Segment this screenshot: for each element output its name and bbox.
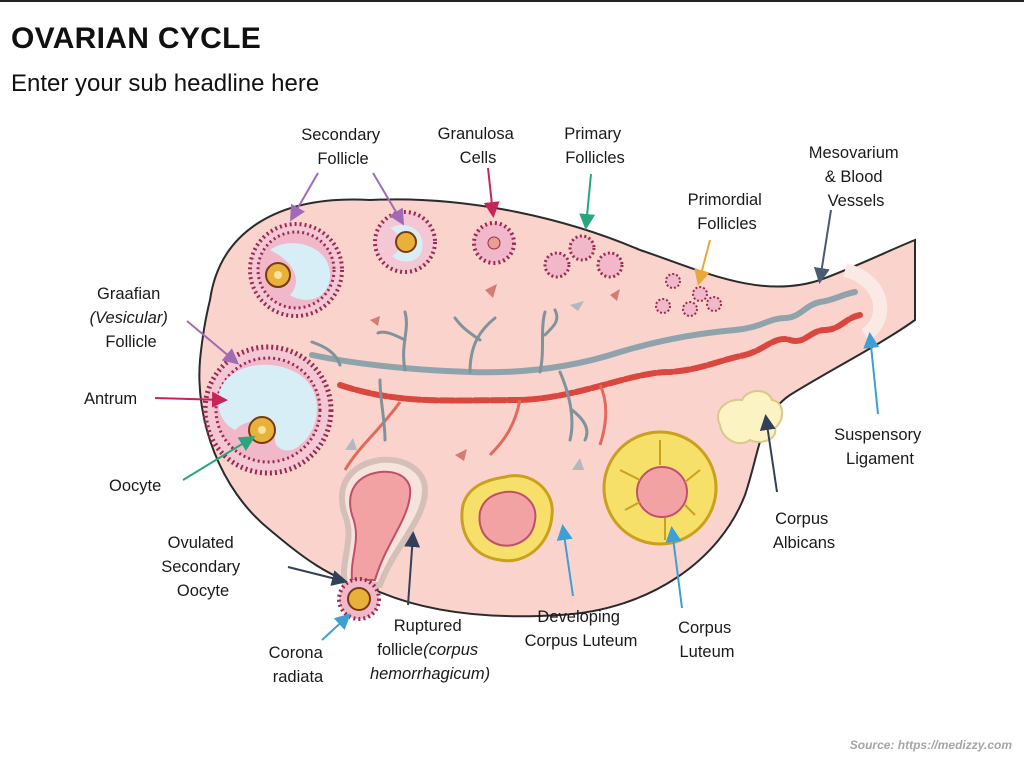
label-mesovarium: Mesovarium & Blood Vessels	[809, 144, 903, 210]
small-secondary-follicle	[373, 210, 437, 274]
pointer-secondary-large	[289, 172, 319, 222]
label-corpus-albicans: Corpus Albicans	[773, 510, 835, 552]
label-ruptured-follicle: Ruptured follicle(corpus hemorrhagicum)	[370, 617, 490, 683]
pointer-corona	[321, 613, 351, 641]
pointer-antrum	[154, 391, 228, 408]
gray-vessel	[309, 289, 858, 376]
large-secondary-follicle	[248, 222, 344, 318]
label-secondary-follicle: Secondary Follicle	[301, 126, 384, 168]
label-developing-corpus-luteum: Developing Corpus Luteum	[525, 608, 638, 650]
label-antrum: Antrum	[84, 390, 137, 408]
label-suspensory-ligament: Suspensory Ligament	[834, 426, 926, 468]
label-ovulated-oocyte: Ovulated Secondary Oocyte	[161, 534, 244, 600]
pointer-oocyte	[182, 435, 256, 481]
source-credit: Source: https://medizzy.com	[849, 738, 1012, 752]
gray-vessel-branches	[310, 308, 589, 442]
decorative-fragments	[370, 284, 620, 461]
label-granulosa-cells: Granulosa Cells	[438, 125, 519, 167]
label-primordial-follicles: Primordial Follicles	[688, 191, 767, 233]
decorative-gray-fragments	[345, 301, 584, 470]
pointer-primordial	[694, 239, 711, 286]
pointer-primary	[579, 173, 596, 230]
red-vessel	[337, 312, 863, 404]
pointer-albicans	[759, 414, 778, 493]
pointer-corpus-luteum	[665, 526, 683, 609]
pointer-granulosa	[483, 167, 500, 218]
red-vessel-branches	[343, 384, 608, 471]
ruptured-follicle	[338, 456, 429, 588]
label-graafian-follicle: Graafian (Vesicular) Follicle	[90, 285, 173, 351]
label-oocyte: Oocyte	[109, 477, 161, 495]
pointer-ovulated-oocyte	[287, 566, 348, 586]
primary-follicles	[543, 234, 624, 279]
ovulated-oocyte	[337, 577, 381, 621]
pointer-developing-cl	[556, 524, 574, 597]
primordial-follicles	[655, 273, 722, 317]
top-border-line	[0, 0, 1024, 2]
page-subtitle: Enter your sub headline here	[11, 70, 320, 97]
pointer-suspensory	[863, 332, 880, 415]
granulosa-follicle	[472, 221, 516, 265]
pointer-secondary-small	[372, 172, 405, 226]
pointer-mesovarium	[813, 209, 832, 284]
label-corpus-luteum: Corpus Luteum	[678, 619, 736, 661]
pointer-graafian	[186, 320, 240, 365]
ligament-highlight	[842, 263, 888, 341]
corpus-luteum	[602, 430, 718, 546]
developing-corpus-luteum	[460, 474, 554, 563]
page-title: OVARIAN CYCLE	[11, 22, 262, 55]
pointer-ruptured	[404, 531, 421, 606]
label-primary-follicles: Primary Follicles	[564, 125, 625, 167]
label-corona-radiata: Corona radiata	[269, 644, 328, 686]
